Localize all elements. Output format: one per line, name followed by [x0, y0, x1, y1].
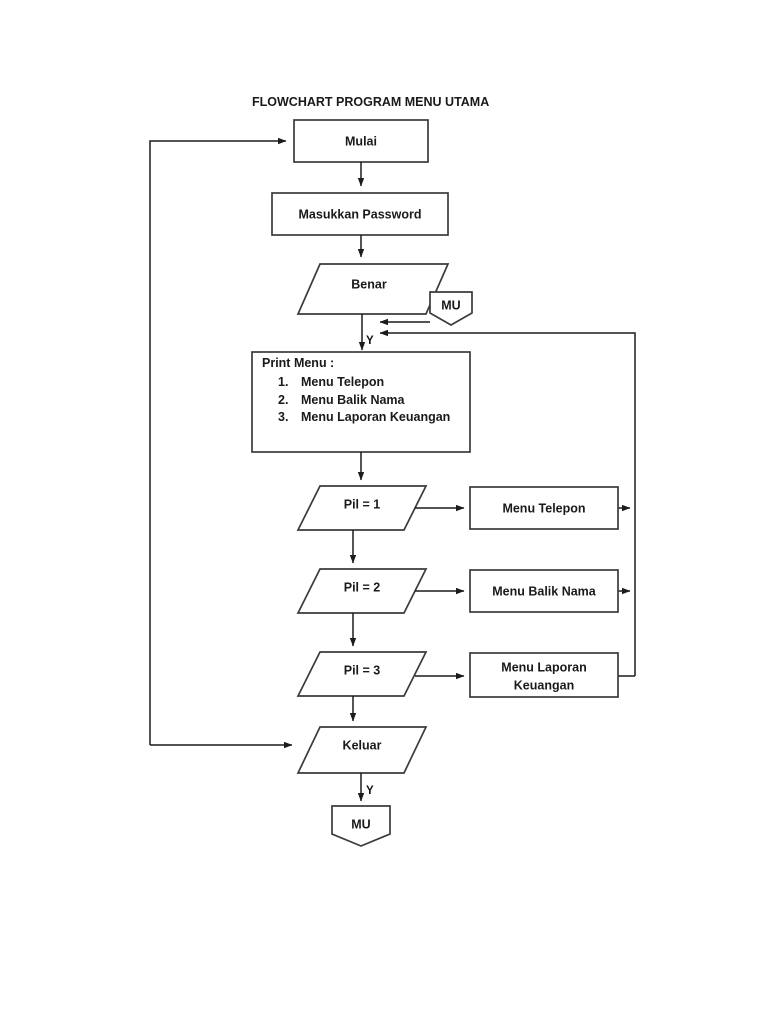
- print-menu-item-2-label: Menu Balik Nama: [301, 393, 406, 407]
- node-menu-laporan-line-1: Menu Laporan: [501, 660, 586, 674]
- node-benar-label: Benar: [351, 277, 387, 291]
- node-pil-1[interactable]: Pil = 1: [296, 485, 428, 531]
- node-print-menu[interactable]: Print Menu : 1. Menu Telepon 2. Menu Bal…: [251, 351, 471, 453]
- node-menu-balik-nama[interactable]: Menu Balik Nama: [469, 569, 619, 613]
- node-menu-laporan-line-2: Keuangan: [514, 678, 574, 692]
- node-pil-2[interactable]: Pil = 2: [296, 568, 428, 614]
- node-mu-top[interactable]: MU: [429, 291, 473, 326]
- node-masukkan-password[interactable]: Masukkan Password: [271, 192, 449, 236]
- node-menu-telepon-label: Menu Telepon: [502, 501, 585, 515]
- edge-right-rail-to-benar-exit: [379, 329, 636, 676]
- page-title: FLOWCHART PROGRAM MENU UTAMA: [252, 95, 489, 109]
- print-menu-item-2-number: 2.: [278, 393, 288, 407]
- node-mulai-label: Mulai: [345, 134, 377, 148]
- edge-left-rail-to-mulai: [149, 137, 287, 745]
- print-menu-item-1-number: 1.: [278, 375, 288, 389]
- node-pil-1-label: Pil = 1: [344, 497, 381, 511]
- node-mu-bottom[interactable]: MU: [331, 805, 391, 847]
- node-password-label: Masukkan Password: [299, 207, 422, 221]
- print-menu-item-1-label: Menu Telepon: [301, 375, 384, 389]
- node-mu-bottom-label: MU: [351, 817, 370, 831]
- edge-label-y-benar: Y: [366, 335, 374, 347]
- node-pil-3[interactable]: Pil = 3: [296, 651, 428, 697]
- node-menu-telepon[interactable]: Menu Telepon: [469, 486, 619, 530]
- node-keluar-label: Keluar: [343, 738, 382, 752]
- node-menu-balik-nama-label: Menu Balik Nama: [492, 584, 597, 598]
- edge-label-y-keluar: Y: [366, 785, 374, 797]
- node-pil-3-label: Pil = 3: [344, 663, 381, 677]
- node-benar[interactable]: Benar: [296, 263, 450, 315]
- print-menu-item-3-label: Menu Laporan Keuangan: [301, 410, 450, 424]
- print-menu-item-3-number: 3.: [278, 410, 288, 424]
- node-keluar[interactable]: Keluar: [296, 726, 428, 774]
- node-mu-top-label: MU: [441, 298, 460, 312]
- node-pil-2-label: Pil = 2: [344, 580, 381, 594]
- node-mulai[interactable]: Mulai: [293, 119, 429, 163]
- node-menu-laporan-keuangan[interactable]: Menu Laporan Keuangan: [469, 652, 619, 698]
- print-menu-heading: Print Menu :: [262, 356, 334, 370]
